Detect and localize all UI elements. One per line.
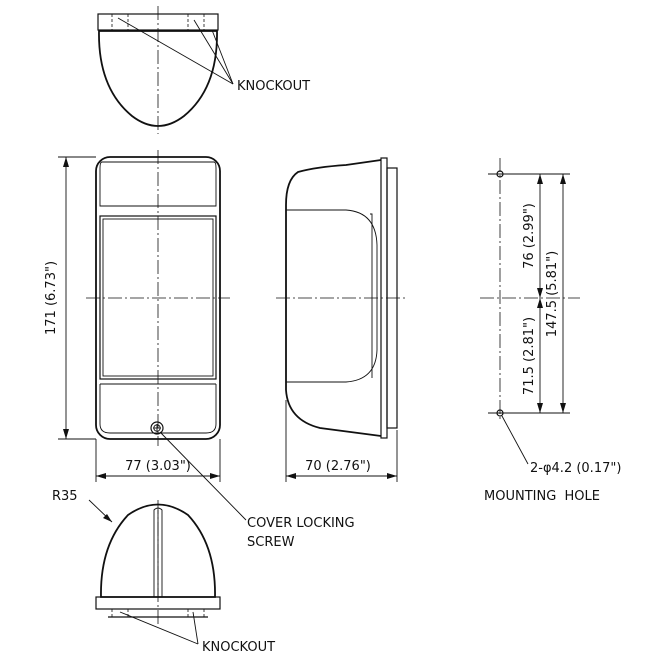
- radius-label: R35: [52, 489, 78, 504]
- height-dimension: 171 (6.73"): [44, 261, 59, 335]
- knockout-top-label: KNOCKOUT: [237, 79, 310, 94]
- mounting-hole-view: 76 (2.99") 71.5 (2.81") 147.5 (5.81") 2-…: [480, 158, 621, 504]
- mounting-hole-label: MOUNTING HOLE: [484, 489, 600, 504]
- depth-dimension: 70 (2.76"): [305, 459, 371, 474]
- screw-label: SCREW: [247, 535, 295, 550]
- cover-locking-label: COVER LOCKING: [247, 516, 355, 531]
- bottom-view: R35 KNOCKOUT: [52, 489, 275, 655]
- knockout-bottom-label: KNOCKOUT: [202, 640, 275, 655]
- front-view: COVER LOCKING SCREW 171 (6.73") 77 (3.03…: [44, 150, 355, 550]
- hole-upper-dimension: 76 (2.99"): [522, 203, 537, 269]
- hole-lower-dimension: 71.5 (2.81"): [522, 317, 537, 395]
- hole-total-dimension: 147.5 (5.81"): [545, 251, 560, 337]
- cover-locking-screw-icon: [150, 421, 164, 435]
- side-view: 70 (2.76"): [276, 157, 408, 482]
- width-dimension: 77 (3.03"): [125, 459, 191, 474]
- mounting-hole-spec: 2-φ4.2 (0.17"): [530, 461, 621, 476]
- top-view: KNOCKOUT: [97, 6, 310, 134]
